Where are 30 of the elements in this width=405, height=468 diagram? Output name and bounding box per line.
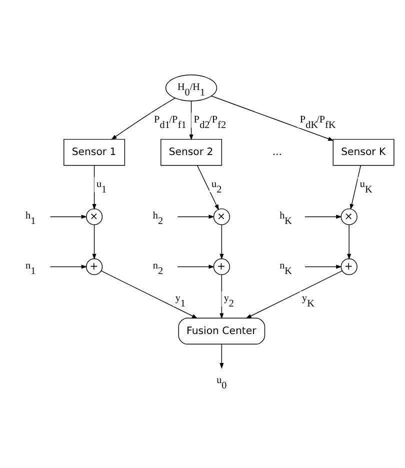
arrow — [50, 214, 88, 218]
arrow — [177, 214, 215, 218]
arrow — [246, 270, 343, 318]
arrow — [189, 100, 194, 140]
arrow — [220, 343, 224, 368]
arrow — [196, 164, 219, 210]
arrow — [92, 224, 96, 260]
arrow — [220, 274, 224, 319]
arrow — [177, 264, 215, 268]
arrow — [110, 97, 176, 140]
arrow — [304, 264, 342, 268]
node-box: Fusion Center — [178, 317, 266, 344]
node-box: Sensor 2 — [160, 138, 222, 166]
arrow — [100, 270, 198, 318]
node-circle: × — [213, 208, 230, 225]
node-box: Sensor 1 — [64, 138, 126, 166]
node-circle: + — [213, 258, 230, 275]
arrow — [50, 264, 88, 268]
arrow — [304, 214, 342, 218]
node-circle: × — [340, 208, 358, 225]
arrow — [220, 224, 224, 260]
arrow — [211, 95, 334, 140]
arrow — [92, 164, 96, 210]
node-circle: + — [340, 258, 358, 275]
arrow — [347, 224, 352, 260]
node-circle: × — [86, 208, 103, 225]
label: ... — [272, 146, 282, 158]
node-box: Sensor K — [332, 138, 394, 166]
node-circle: + — [86, 258, 103, 275]
arrow — [350, 164, 362, 210]
